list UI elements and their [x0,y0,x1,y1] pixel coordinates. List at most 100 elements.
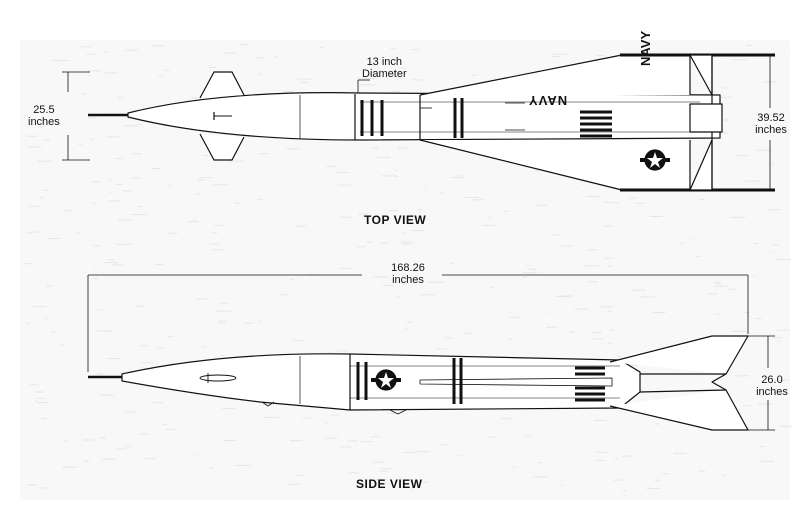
speckle [103,51,108,53]
speckle [772,337,784,339]
speckle [359,84,376,86]
speckle [358,213,368,215]
speckle [373,433,378,435]
speckle [326,165,337,167]
speckle [691,237,695,239]
speckle [730,216,746,218]
speckle [546,326,558,328]
speckle [597,55,605,57]
speckle [457,455,460,457]
length-dimension: 168.26 inches [376,262,440,286]
speckle [592,338,603,340]
speckle [746,44,753,46]
speckle [26,484,38,486]
speckle [39,487,47,489]
speckle [125,445,131,447]
speckle [223,440,236,441]
speckle [219,322,224,324]
speckle [727,288,737,290]
speckle [742,405,751,407]
speckle [336,172,350,173]
speckle [347,440,358,442]
speckle [259,321,263,322]
speckle [680,242,684,244]
speckle [631,289,646,291]
speckle [538,462,543,464]
speckle [732,59,746,61]
speckle [83,439,94,441]
speckle [63,440,68,442]
speckle [560,245,573,247]
speckle [377,157,391,159]
speckle [754,318,762,320]
speckle [103,262,119,264]
speckle [161,423,167,425]
speckle [712,281,721,283]
speckle [193,454,196,456]
speckle [445,337,454,339]
speckle [411,230,425,232]
speckle [51,331,56,333]
speckle [623,364,638,366]
speckle [191,97,198,99]
speckle [80,46,91,48]
speckle [401,232,407,234]
speckle [592,332,602,334]
speckle [115,183,124,185]
speckle [401,243,412,245]
side-view-dimensions [87,274,775,431]
speckle [723,119,729,121]
speckle [745,312,750,313]
speckle [594,419,607,421]
speckle [330,414,339,416]
speckle [754,243,759,244]
speckle [325,437,338,439]
speckle [96,330,113,332]
speckle [109,200,122,202]
speckle [768,209,781,211]
speckle [130,177,142,179]
speckle [59,344,65,346]
speckle [87,70,102,72]
speckle [339,267,352,269]
speckle [528,268,538,270]
speckle [713,132,729,134]
speckle [719,96,732,98]
speckle [487,216,491,218]
speckle [613,479,624,481]
speckle [758,403,774,405]
speckle [759,446,765,448]
speckle [167,232,178,234]
speckle [714,285,729,287]
speckle [760,461,774,463]
speckle [124,125,138,127]
speckle [381,175,397,177]
speckle [596,460,606,461]
speckle [325,422,329,424]
speckle [145,458,156,460]
speckle [248,136,251,138]
speckle [720,131,726,133]
speckle [29,205,40,207]
speckle [722,474,727,476]
speckle [391,73,395,75]
speckle [607,311,612,312]
side-view-missile [88,335,749,431]
speckle [301,82,309,83]
top-view-dimensions [62,55,771,190]
speckle [525,435,531,437]
speckle [151,45,165,47]
side-right-dimension-unit: inches [756,386,788,398]
speckle [52,60,69,61]
speckle [29,231,40,233]
speckle [86,53,96,55]
top-right-dimension-unit: inches [755,124,787,136]
speckle [104,72,118,74]
speckle [275,56,278,58]
speckle [553,53,568,55]
speckle [522,276,528,278]
speckle [223,52,237,54]
speckle [545,311,549,313]
speckle [153,402,164,404]
